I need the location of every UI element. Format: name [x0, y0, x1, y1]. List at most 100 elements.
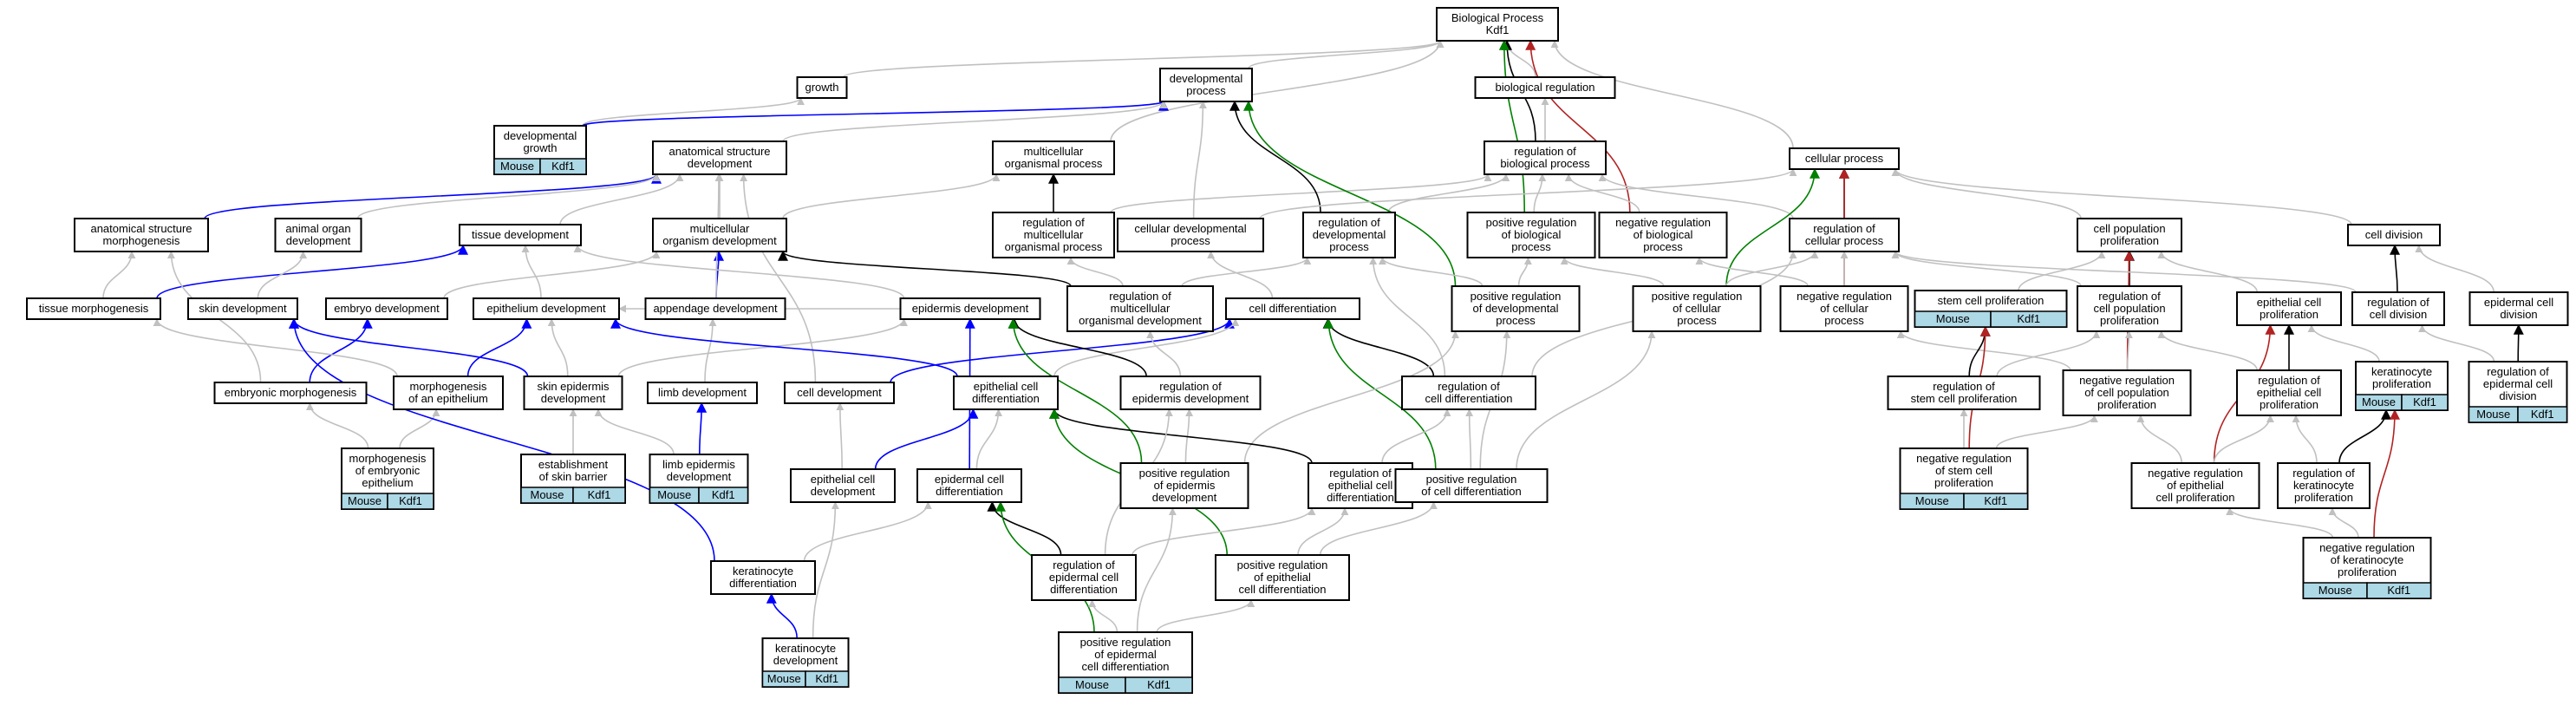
node-box — [213, 382, 368, 404]
go-term-node-append-dev[interactable]: appendage development — [644, 297, 786, 320]
go-term-node-epid-dev[interactable]: epidermis development — [899, 297, 1041, 320]
node-box — [1474, 76, 1616, 99]
node-label-line: negative regulation — [2079, 374, 2175, 387]
node-label-line: negative regulation — [1797, 290, 1892, 303]
go-term-node-embryo-dev[interactable]: embryo development — [325, 297, 448, 320]
node-label-line: development — [811, 485, 876, 498]
go-term-node-epith-dev[interactable]: epithelium development — [473, 297, 620, 320]
edge-is-a — [1891, 168, 2352, 225]
edge-is-a — [1110, 173, 1492, 213]
node-box — [1484, 140, 1607, 175]
edge-positively-regulates — [1323, 317, 1437, 470]
edge-regulates — [2338, 408, 2391, 464]
go-term-node-growth[interactable]: growth — [796, 76, 848, 99]
node-box — [1789, 147, 1900, 170]
edge-is-a — [1564, 173, 1640, 213]
node-label-line: of developmental — [1472, 302, 1558, 315]
go-term-node-embryonic-morph[interactable]: embryonic morphogenesis — [213, 382, 368, 404]
go-term-node-tissue-morph[interactable]: tissue morphogenesis — [26, 297, 161, 320]
go-term-node-bio-reg[interactable]: biological regulation — [1474, 76, 1616, 99]
node-label-line: process — [1824, 314, 1864, 327]
node-label-line: regulation of — [2487, 365, 2549, 378]
go-term-node-cell-dev[interactable]: cell development — [784, 382, 895, 404]
go-term-node-tissue-dev[interactable]: tissue development — [459, 224, 582, 246]
node-label-line: proliferation — [2372, 377, 2431, 390]
edge-is-a — [1598, 173, 1794, 219]
edge-is-a — [836, 402, 845, 470]
go-term-node-cell-div[interactable]: cell division — [2347, 224, 2441, 246]
edge-part-of — [610, 317, 958, 377]
go-term-node-cell-proc[interactable]: cellular process — [1789, 147, 1900, 170]
node-label-line: regulation of — [1109, 290, 1171, 303]
node-box — [953, 376, 1059, 410]
node-label-line: of cell differentiation — [1421, 485, 1521, 498]
annotation-cell — [805, 670, 850, 688]
node-box — [187, 297, 298, 320]
go-term-node-limb-dev[interactable]: limb development — [647, 382, 758, 404]
edge-is-a — [102, 251, 136, 299]
node-label-line: proliferation — [2100, 314, 2159, 327]
edge-is-a — [1319, 501, 1438, 556]
go-term-node-skin-dev[interactable]: skin development — [187, 297, 298, 320]
annotation-gene: Kdf1 — [1984, 494, 2007, 507]
node-label-line: of epidermis — [1154, 479, 1216, 492]
annotation-gene: Kdf1 — [588, 488, 611, 501]
node-label-line: anatomical structure — [90, 222, 192, 235]
go-term-node-cell-diff[interactable]: cell differentiation — [1225, 297, 1360, 320]
edge-is-a — [2124, 330, 2133, 371]
edge-part-of — [466, 317, 532, 377]
node-label-line: positive regulation — [1080, 636, 1171, 649]
